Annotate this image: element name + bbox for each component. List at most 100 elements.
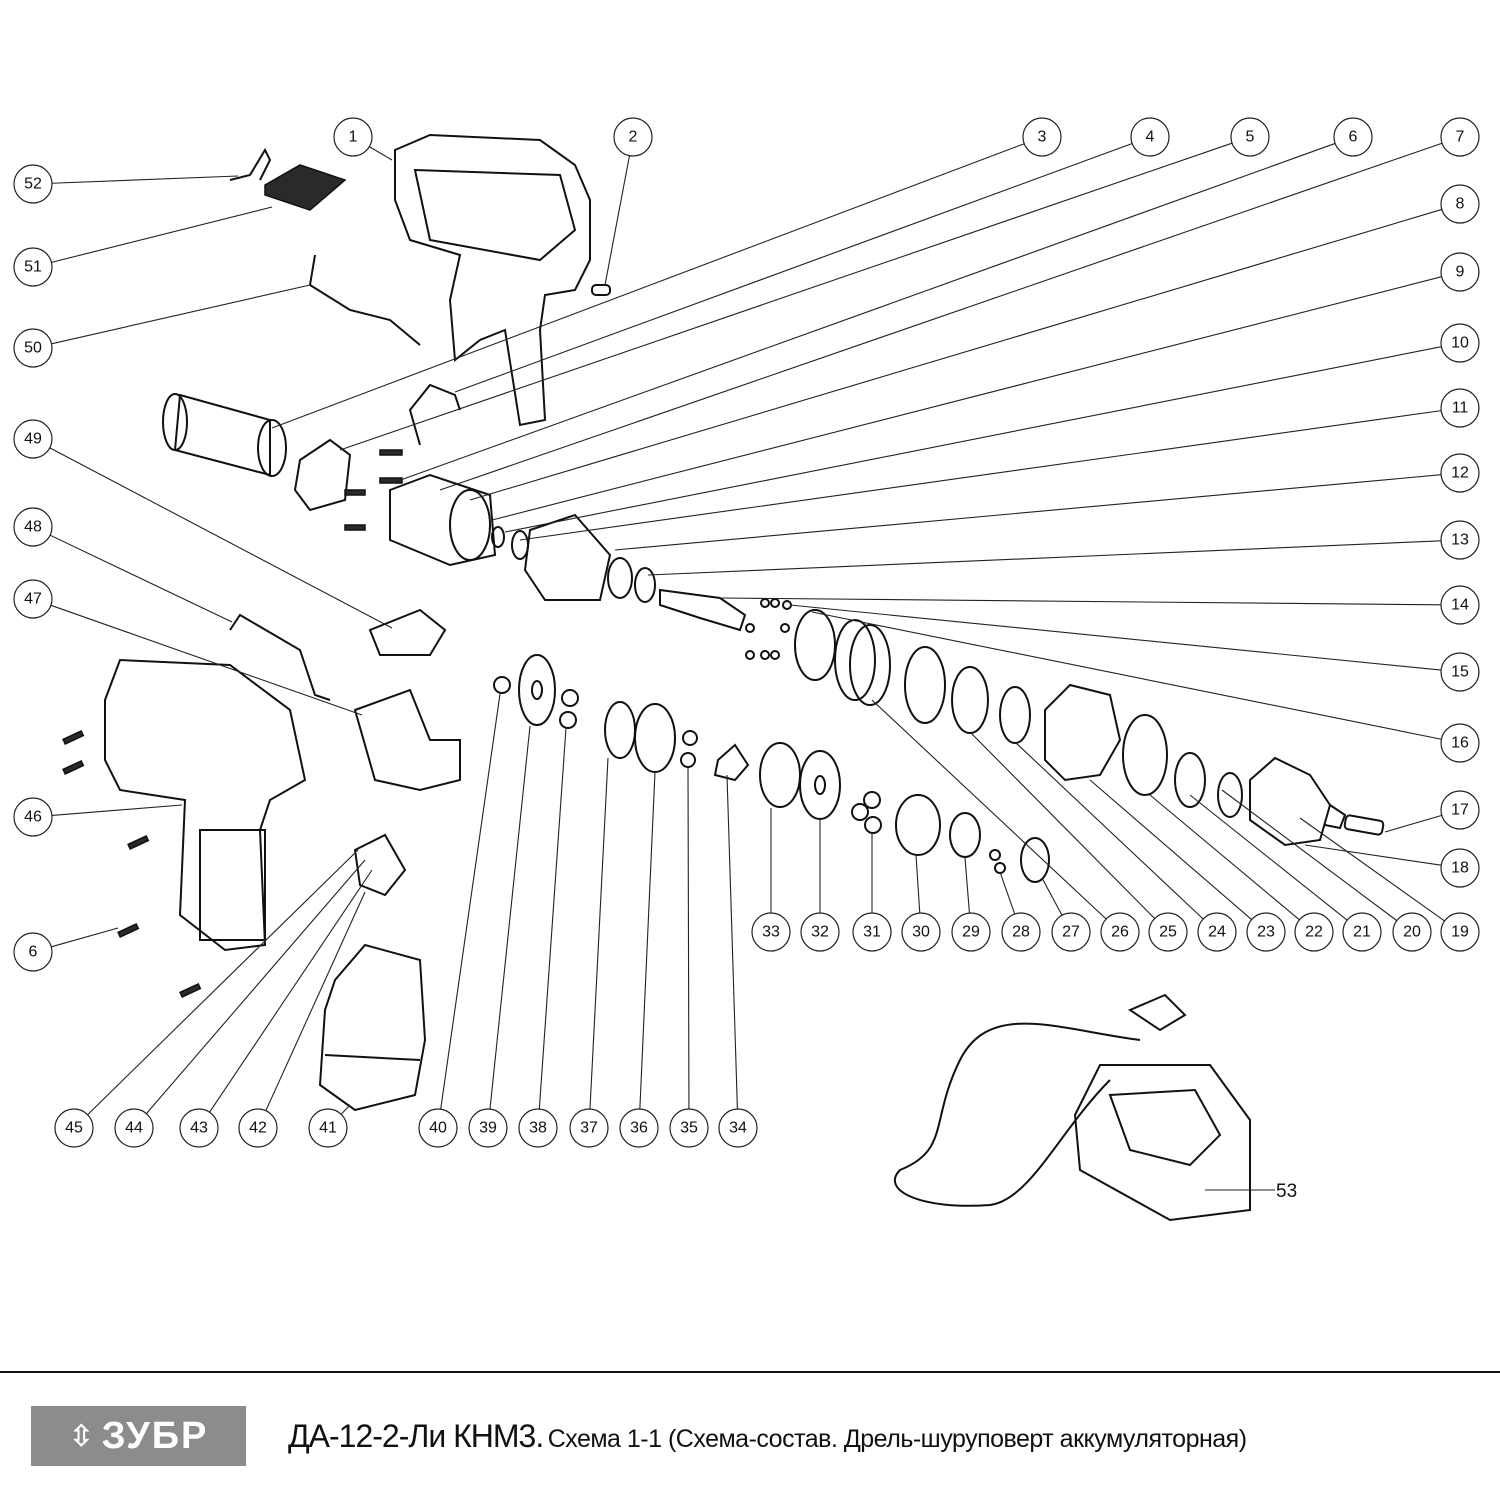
callout-circle <box>1440 912 1480 952</box>
spindle <box>659 588 747 632</box>
callout-8: 8 <box>1440 184 1480 224</box>
callout-48: 48 <box>13 507 53 547</box>
bit-holder <box>1343 814 1385 836</box>
battery-pack <box>318 943 427 1112</box>
callout-number: 5 <box>1246 129 1255 146</box>
leader-line-16 <box>811 611 1442 740</box>
leader-line-18 <box>1304 844 1442 866</box>
leader-line-3 <box>271 143 1025 429</box>
planetary-parts <box>493 654 1050 883</box>
callout-circle <box>1440 848 1480 888</box>
callout-number: 34 <box>729 1120 747 1137</box>
exploded-parts-diagram: 1234567891011121314151617181920212223242… <box>13 117 1480 1222</box>
callout-number: 21 <box>1353 924 1371 941</box>
leader-line-43 <box>209 869 373 1113</box>
callout-44: 44 <box>114 1108 154 1148</box>
leader-line-50 <box>51 284 311 345</box>
leader-line-35 <box>687 767 690 1110</box>
callout-circle <box>852 912 892 952</box>
diagram-caption: ДА-12-2-Ли КНМ3. Схема 1-1 (Схема-состав… <box>288 1418 1247 1455</box>
callout-number: 2 <box>629 129 638 146</box>
callout-circle <box>1440 520 1480 560</box>
callout-number: 20 <box>1403 924 1421 941</box>
leader-line-34 <box>726 774 738 1110</box>
callout-19: 19 <box>1440 912 1480 952</box>
callout-number: 50 <box>24 340 42 357</box>
leader-line-24 <box>1014 741 1204 920</box>
pin <box>591 284 611 296</box>
motor-plate <box>293 438 352 512</box>
callout-32: 32 <box>800 912 840 952</box>
callout-36: 36 <box>619 1108 659 1148</box>
callout-circle <box>1001 912 1041 952</box>
model-name: ДА-12-2-Ли КНМ3. <box>288 1418 544 1454</box>
callout-circle <box>13 247 53 287</box>
callout-circle <box>1440 252 1480 292</box>
callout-number: 24 <box>1208 924 1226 941</box>
callout-41: 41 <box>308 1108 348 1148</box>
callout-number: 29 <box>962 924 980 941</box>
callout-51: 51 <box>13 247 53 287</box>
callout-50: 50 <box>13 328 53 368</box>
leader-line-13 <box>647 540 1442 576</box>
callout-number: 42 <box>249 1120 267 1137</box>
callout-circle <box>1333 117 1373 157</box>
callout-number: 3 <box>1038 129 1047 146</box>
callout-circle <box>1148 912 1188 952</box>
leader-line-38 <box>538 727 567 1110</box>
leader-line-40 <box>440 693 501 1110</box>
leader-line-42 <box>265 891 366 1111</box>
callout-number: 6 <box>29 944 38 961</box>
callout-49: 49 <box>13 419 53 459</box>
callout-6: 6 <box>1333 117 1373 157</box>
brand-name: ЗУБР <box>101 1414 209 1457</box>
callout-circle <box>114 1108 154 1148</box>
direction-slider <box>368 608 447 656</box>
callout-circle <box>1197 912 1237 952</box>
callout-35: 35 <box>669 1108 709 1148</box>
callout-45: 45 <box>54 1108 94 1148</box>
callout-circle <box>418 1108 458 1148</box>
callout-52: 52 <box>13 164 53 204</box>
callout-circle <box>800 912 840 952</box>
leader-line-15 <box>789 604 1442 671</box>
callout-14: 14 <box>1440 585 1480 625</box>
callout-number: 38 <box>529 1120 547 1137</box>
balls <box>745 598 792 660</box>
leader-line-52 <box>51 175 239 184</box>
callout-circle <box>13 797 53 837</box>
leader-line-19 <box>1299 817 1445 922</box>
callout-circle <box>13 328 53 368</box>
callout-number: 39 <box>479 1120 497 1137</box>
leader-line-6b <box>51 927 119 948</box>
brand-logo: ⇳ ЗУБР <box>31 1406 246 1466</box>
callout-53: 53 <box>1276 1181 1297 1202</box>
leader-line-45 <box>87 849 359 1116</box>
callout-number: 11 <box>1452 400 1469 417</box>
callout-number: 8 <box>1456 196 1465 213</box>
callout-46: 46 <box>13 797 53 837</box>
leader-line-49 <box>49 447 393 629</box>
callout-42: 42 <box>238 1108 278 1148</box>
callout-circle <box>1022 117 1062 157</box>
chuck <box>1249 756 1332 847</box>
callout-circle <box>751 912 791 952</box>
callout-number: 30 <box>912 924 930 941</box>
callout-circle <box>13 579 53 619</box>
callout-circle <box>1392 912 1432 952</box>
leader-line-4 <box>454 143 1133 393</box>
leader-line-46 <box>51 804 183 817</box>
callout-circle <box>613 117 653 157</box>
diagram-description: Схема 1-1 (Схема-состав. Дрель-шуруповер… <box>547 1425 1247 1453</box>
callout-circle <box>1246 912 1286 952</box>
callout-22: 22 <box>1294 912 1334 952</box>
callout-circle <box>1440 453 1480 493</box>
clip <box>229 147 272 181</box>
callout-12: 12 <box>1440 453 1480 493</box>
callout-11: 11 <box>1440 388 1480 428</box>
leader-line-11 <box>519 410 1442 541</box>
callout-3: 3 <box>1022 117 1062 157</box>
gearbox-cover <box>389 473 497 567</box>
leader-line-6 <box>394 142 1336 483</box>
leader-line-29 <box>964 857 971 914</box>
